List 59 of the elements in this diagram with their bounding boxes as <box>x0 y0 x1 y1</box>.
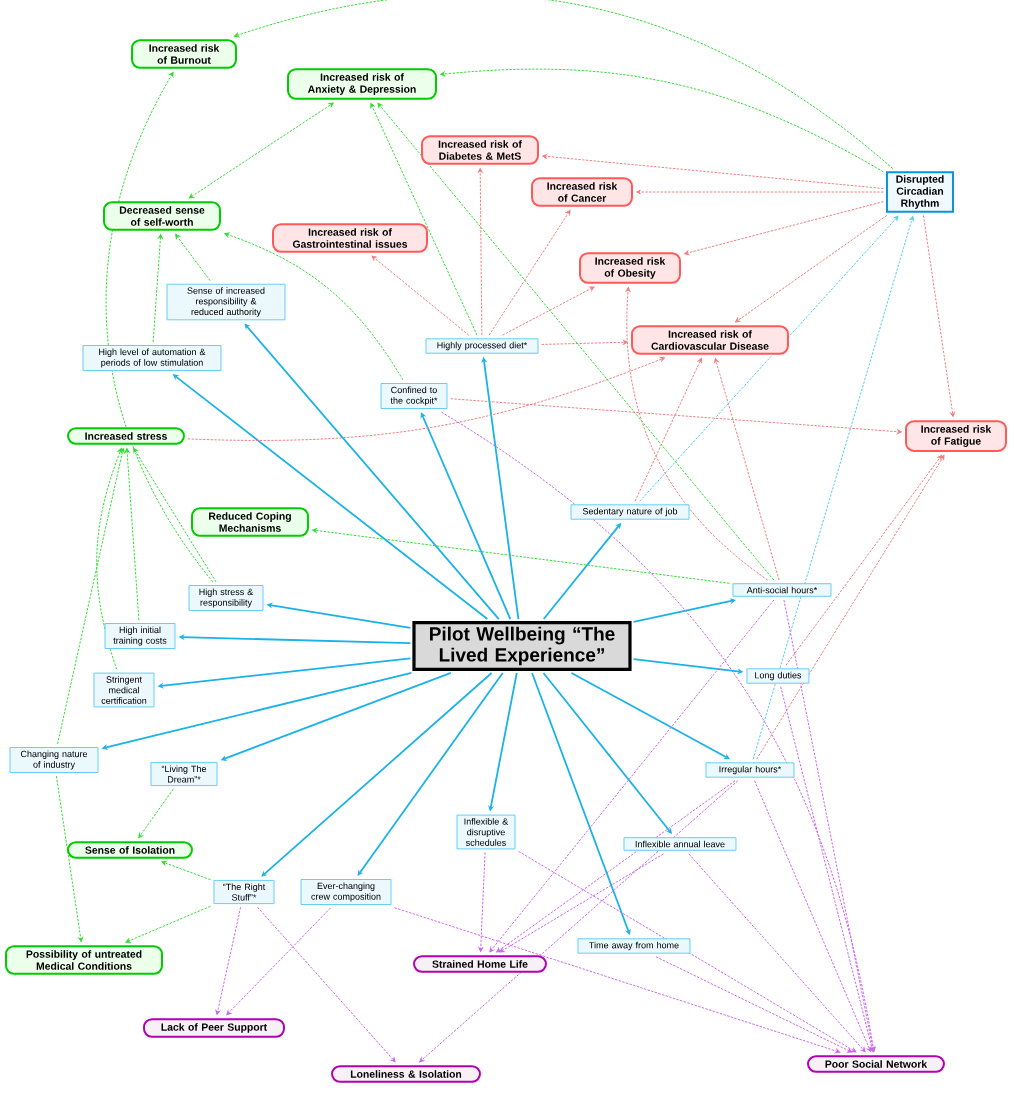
arrow <box>639 215 899 502</box>
arrow <box>496 780 736 953</box>
arrow <box>783 599 876 1052</box>
arrow <box>632 598 736 623</box>
arrow <box>226 907 331 1016</box>
arrow <box>161 860 211 881</box>
arrow <box>477 168 483 336</box>
arrow <box>152 234 163 343</box>
arrow <box>450 398 902 434</box>
arrow <box>541 340 628 345</box>
arrow <box>188 102 334 199</box>
arrow <box>125 905 211 943</box>
arrow <box>488 209 571 336</box>
arrow <box>735 214 888 323</box>
arrow <box>312 528 730 584</box>
arrow <box>785 454 943 666</box>
arrow <box>370 103 478 336</box>
arrow <box>499 853 664 953</box>
arrow <box>357 672 504 876</box>
arrow <box>922 214 955 417</box>
arrow <box>714 358 780 581</box>
arrow <box>257 906 396 1063</box>
arrow <box>655 956 853 1053</box>
arrow <box>138 788 174 839</box>
arrow <box>215 906 242 1015</box>
arrow <box>105 71 214 583</box>
arrow <box>752 216 914 760</box>
arrow <box>133 447 217 583</box>
arrow <box>175 233 211 282</box>
arrow <box>489 599 775 953</box>
arrow <box>377 102 775 581</box>
arrow <box>234 0 894 170</box>
arrow <box>518 850 857 1053</box>
arrow <box>394 907 841 1054</box>
arrow <box>224 232 404 381</box>
arrow <box>542 154 884 190</box>
arrow <box>371 255 470 336</box>
arrow <box>244 323 500 620</box>
title-box: Pilot Wellbeing “The Lived Experience” <box>412 621 632 671</box>
arrow <box>756 454 945 760</box>
arrow <box>55 775 83 942</box>
arrow <box>754 780 872 1053</box>
arrow <box>684 201 884 256</box>
arrow <box>440 411 876 1052</box>
arrow <box>501 286 595 336</box>
arrow <box>420 412 512 620</box>
arrow <box>478 852 486 952</box>
arrow <box>780 686 875 1052</box>
arrow <box>96 447 123 670</box>
arrow <box>57 448 125 745</box>
arrow <box>261 672 493 877</box>
arrow <box>625 287 769 581</box>
arrow <box>124 448 140 621</box>
arrow <box>688 853 866 1053</box>
arrow <box>419 780 739 1063</box>
arrow <box>187 357 665 441</box>
arrow <box>634 357 703 502</box>
arrow <box>636 189 884 195</box>
arrow <box>440 68 884 173</box>
